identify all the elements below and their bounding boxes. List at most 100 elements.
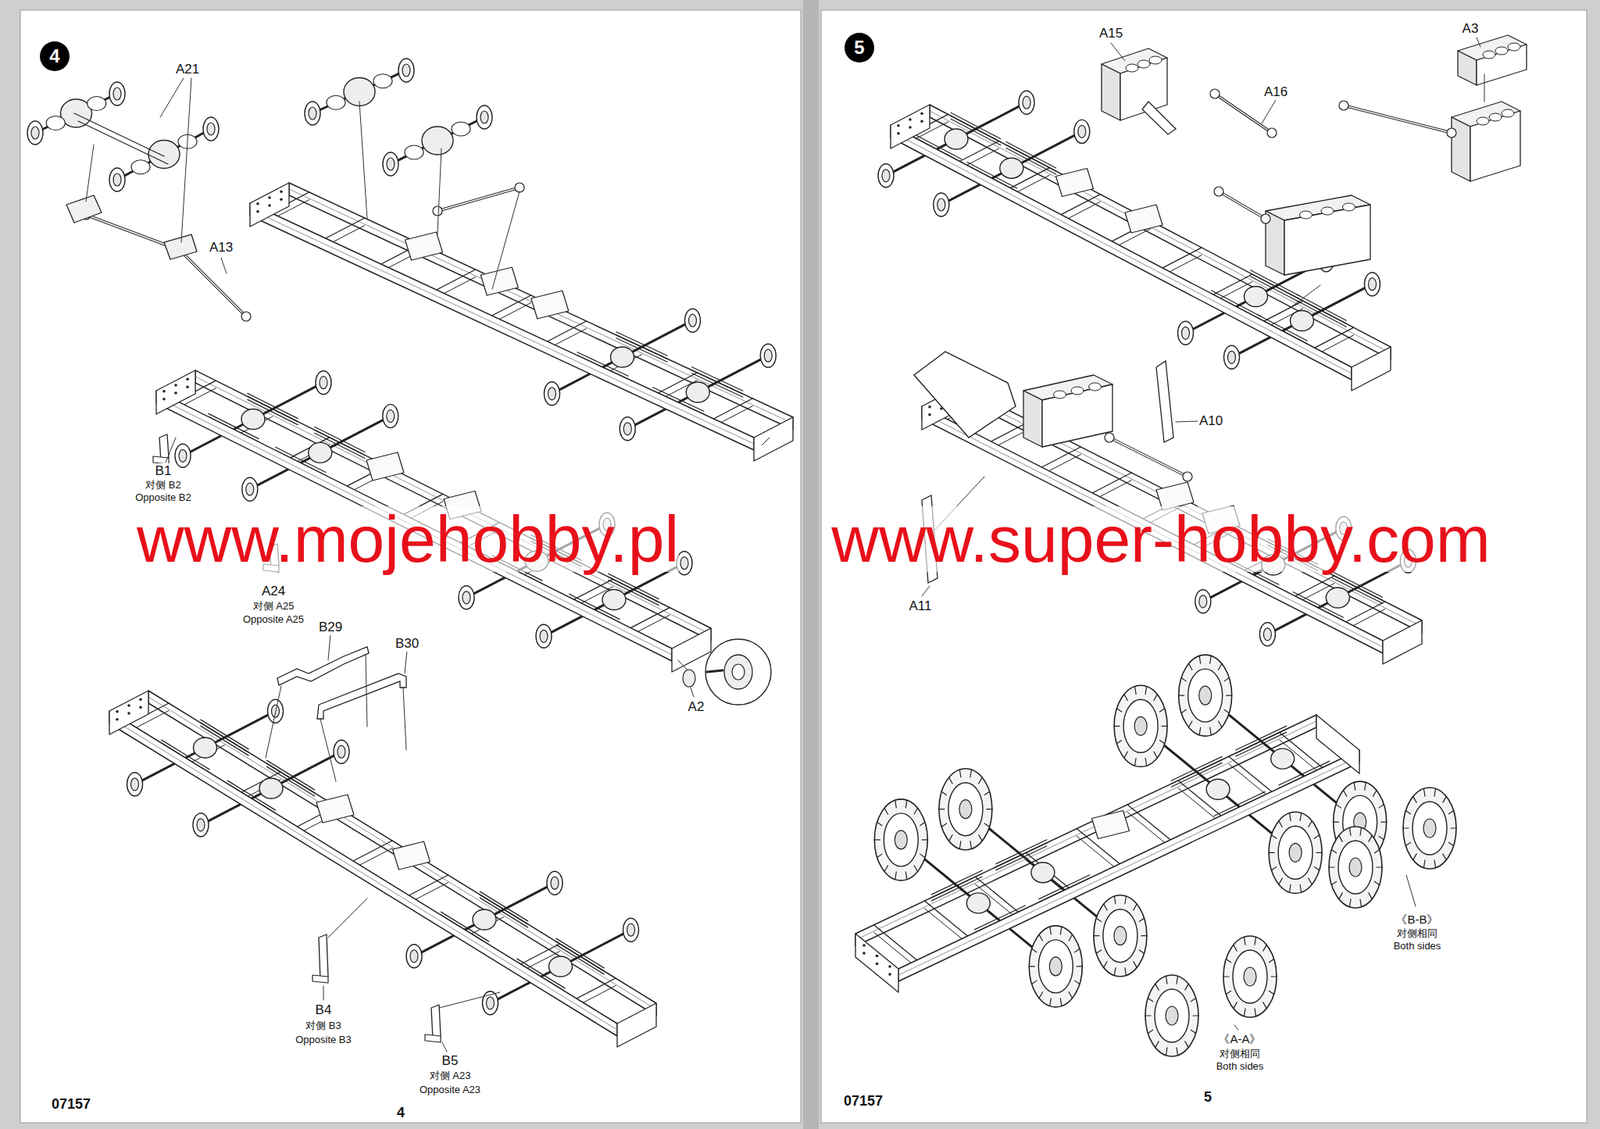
joint	[514, 182, 525, 193]
line-art	[1476, 37, 1481, 47]
line-art	[1368, 892, 1372, 900]
line-art	[1141, 935, 1147, 936]
page-gutter	[803, 0, 819, 1129]
hub	[764, 349, 772, 362]
tire	[1114, 685, 1168, 767]
part-note: 对侧 B2	[143, 479, 183, 492]
differential	[421, 126, 454, 155]
hub	[1182, 326, 1190, 340]
part-outline	[914, 351, 1016, 438]
line-art	[1110, 42, 1125, 61]
part-note: 对侧相同	[1217, 1048, 1262, 1061]
differential	[193, 737, 218, 758]
line-art	[1374, 881, 1379, 885]
wheel-hub	[1423, 818, 1436, 838]
wheel-hub	[959, 800, 972, 819]
hub	[304, 101, 321, 125]
cylinder	[1149, 56, 1162, 65]
hub	[113, 87, 122, 100]
bolt-hole	[928, 413, 932, 417]
bolt-hole	[896, 124, 900, 128]
line-art	[1147, 997, 1153, 1001]
part-outline	[671, 628, 711, 672]
line-art	[1233, 944, 1237, 951]
bolt-hole	[127, 703, 131, 708]
part-outline	[1056, 168, 1094, 197]
wheel-rim	[883, 813, 918, 867]
hub	[1228, 350, 1236, 364]
line-art	[1218, 191, 1266, 219]
hub	[680, 557, 689, 570]
line-art	[678, 660, 688, 671]
line-art	[1096, 917, 1101, 922]
line-art	[1125, 896, 1127, 904]
line-art	[1153, 751, 1158, 758]
bolt-hole	[174, 391, 178, 395]
bolt-hole	[256, 210, 260, 214]
line-art	[1165, 1047, 1168, 1056]
line-art	[1032, 980, 1037, 984]
line-art	[179, 250, 247, 317]
part-outline	[617, 1003, 657, 1047]
line-art	[1135, 686, 1137, 695]
line-art	[1176, 1047, 1179, 1056]
line-art	[1378, 835, 1384, 840]
bolt-hole	[127, 711, 131, 715]
hub	[175, 443, 191, 468]
line-art	[1368, 835, 1372, 842]
cylinder	[1489, 113, 1502, 122]
differential	[472, 909, 497, 930]
line-art	[959, 769, 961, 778]
line-art	[320, 718, 336, 782]
hub	[1224, 345, 1240, 369]
hub	[480, 110, 489, 124]
line-art	[265, 685, 282, 758]
differential	[1031, 862, 1055, 883]
part-note: 对侧相同	[1395, 928, 1440, 940]
part-outline	[898, 750, 1360, 982]
bolt-hole	[875, 962, 879, 966]
part-note: 对侧 B3	[303, 1020, 343, 1033]
hub	[1195, 589, 1211, 614]
line-art	[898, 756, 1360, 975]
bolt-hole	[267, 196, 272, 200]
line-art	[1381, 821, 1387, 822]
line-art	[1133, 961, 1137, 968]
hub	[937, 198, 946, 211]
line-art	[1373, 789, 1377, 797]
bolt-hole	[256, 202, 260, 206]
bolt-hole	[162, 389, 166, 393]
line-art	[1068, 934, 1072, 941]
part-outline	[1156, 360, 1174, 443]
spring-seat	[451, 121, 471, 136]
hub	[1074, 119, 1090, 143]
part-outline	[392, 841, 431, 870]
line-art	[1378, 804, 1384, 808]
line-art	[195, 376, 711, 635]
line-art	[1159, 740, 1165, 744]
part-outline	[250, 203, 754, 450]
bolt-hole	[920, 111, 924, 115]
hub	[689, 314, 697, 327]
line-art	[921, 839, 928, 840]
joint	[1260, 214, 1271, 224]
line-art	[160, 78, 184, 118]
line-art	[1096, 950, 1101, 954]
part-number: A24	[260, 583, 287, 600]
differential	[1000, 157, 1024, 179]
hub	[382, 404, 399, 429]
wheel-hub	[894, 830, 908, 850]
part-outline	[109, 690, 149, 735]
part-outline	[277, 646, 369, 686]
differential	[602, 589, 626, 611]
line-art	[1114, 896, 1116, 904]
differential	[259, 778, 283, 799]
line-art	[895, 871, 897, 880]
joint	[1104, 432, 1115, 443]
line-art	[1116, 740, 1122, 744]
line-art	[35, 93, 118, 133]
line-art	[1271, 835, 1276, 839]
cylinder	[1495, 46, 1508, 55]
part-number: A15	[1097, 25, 1125, 42]
page-code: 4	[396, 1104, 405, 1122]
